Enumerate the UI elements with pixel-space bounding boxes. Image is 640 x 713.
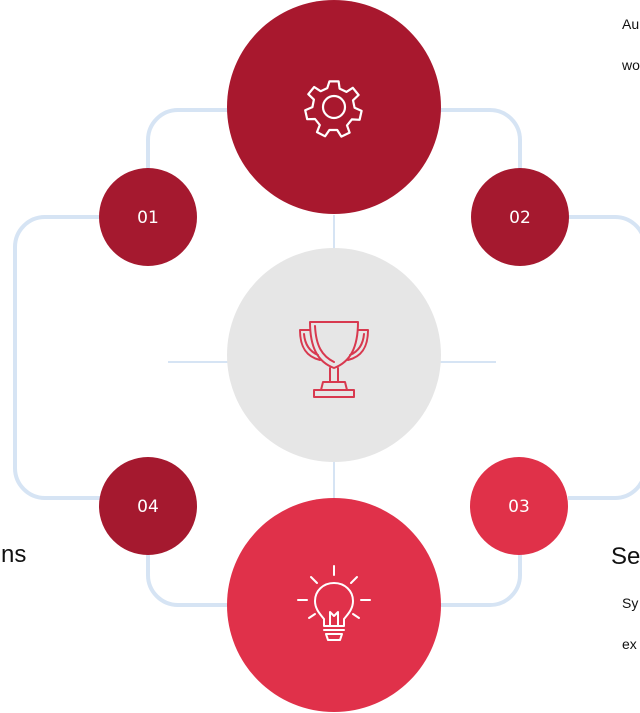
lightbulb-icon (297, 565, 371, 641)
right-top-text-line1: Au (622, 16, 640, 32)
connector-bottom-left (146, 545, 232, 607)
step-badge-01: 01 (99, 168, 197, 266)
connector-right-loop-lower (568, 480, 640, 500)
left-step-title: ns (1, 541, 27, 568)
center-circle (227, 248, 441, 462)
step-badge-04: 04 (99, 457, 197, 555)
step-badge-02: 02 (471, 168, 569, 266)
bottom-circle (227, 498, 441, 712)
step-number-04: 04 (137, 497, 159, 517)
step-number-02: 02 (509, 208, 531, 228)
step-number-03: 03 (508, 497, 530, 517)
connector-right-loop (568, 215, 640, 235)
connector-left-loop (13, 215, 100, 500)
step-badge-03: 03 (470, 457, 568, 555)
connector-top-left (146, 108, 232, 177)
right-bottom-title: Se (611, 543, 640, 570)
right-bottom-text-line1: Sy (622, 595, 639, 611)
connector-lines (13, 108, 640, 607)
top-circle (227, 0, 441, 214)
trophy-icon (299, 321, 369, 398)
right-bottom-text-line2: ex (622, 636, 637, 652)
gear-icon (304, 80, 363, 138)
right-top-text-line2: wo (622, 57, 640, 73)
step-number-01: 01 (137, 208, 159, 228)
connector-bottom-right (438, 545, 522, 607)
connector-top-right (438, 108, 522, 177)
